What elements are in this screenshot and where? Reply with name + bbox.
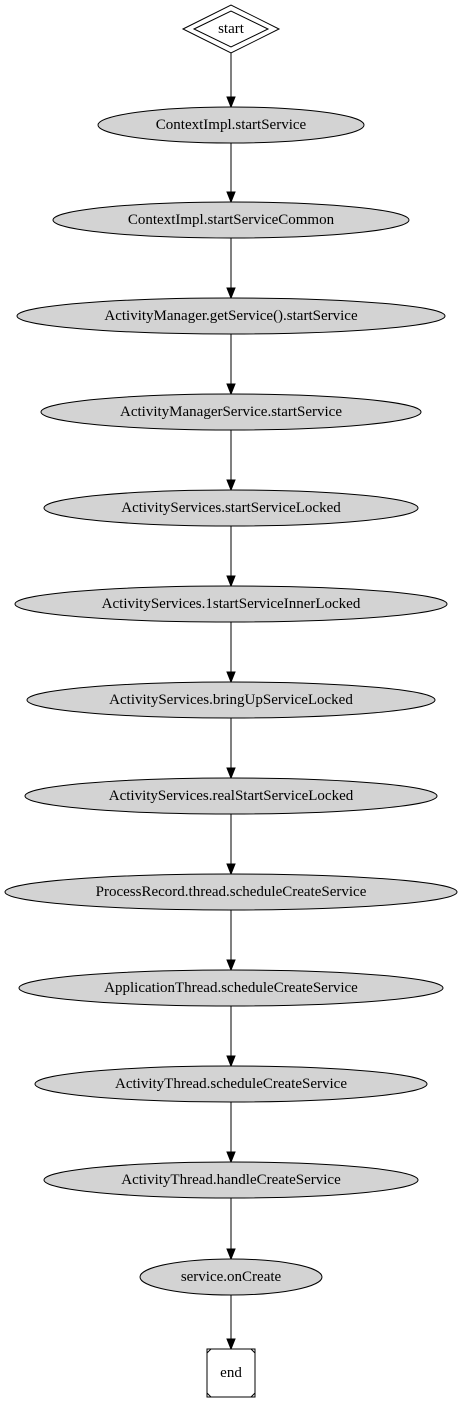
arrowhead: [226, 959, 236, 972]
step-label: ActivityServices.1startServiceInnerLocke…: [102, 596, 361, 612]
step-label: ActivityManager.getService().startServic…: [104, 308, 358, 324]
step-ellipse-shape: [34, 1065, 428, 1103]
step-label: ContextImpl.startServiceCommon: [128, 212, 335, 228]
arrowhead: [226, 671, 236, 684]
step-ellipse-shape: [43, 489, 419, 527]
step-ellipse-shape: [14, 585, 448, 623]
start-node: start: [181, 4, 281, 54]
step-ellipse-shape: [24, 777, 438, 815]
arrowhead: [226, 1248, 236, 1261]
arrowhead: [226, 287, 236, 300]
end-label: end: [220, 1365, 242, 1381]
step-node: ActivityThread.scheduleCreateService: [34, 1065, 428, 1103]
step-label: ActivityServices.realStartServiceLocked: [109, 788, 354, 804]
arrowhead: [226, 191, 236, 204]
edge-layer: [226, 53, 236, 1351]
step-ellipse-shape: [4, 873, 458, 911]
end-corner-tr: [250, 1348, 256, 1354]
arrowhead: [226, 1055, 236, 1068]
step-node: ContextImpl.startService: [97, 106, 365, 144]
step-ellipse-shape: [43, 1161, 419, 1199]
step-ellipse-shape: [26, 681, 436, 719]
step-ellipse-shape: [16, 297, 446, 335]
step-node: ActivityManagerService.startService: [40, 393, 422, 431]
start-label: start: [218, 21, 245, 37]
end-corner-tl: [206, 1348, 212, 1354]
step-label: service.onCreate: [181, 1269, 282, 1285]
step-ellipse-shape: [52, 201, 410, 239]
step-node: ApplicationThread.scheduleCreateService: [18, 969, 444, 1007]
step-node: ActivityManager.getService().startServic…: [16, 297, 446, 335]
arrowhead: [226, 767, 236, 780]
arrowhead: [226, 383, 236, 396]
arrowhead: [226, 1338, 236, 1351]
step-label: ActivityThread.handleCreateService: [121, 1172, 341, 1188]
start-diamond-inner-shape: [192, 10, 270, 48]
step-node: ActivityServices.startServiceLocked: [43, 489, 419, 527]
step-label: ActivityManagerService.startService: [120, 404, 342, 420]
start-diamond-shape: [181, 4, 281, 54]
step-label: ContextImpl.startService: [156, 117, 307, 133]
arrowhead: [226, 1151, 236, 1164]
step-node: ProcessRecord.thread.scheduleCreateServi…: [4, 873, 458, 911]
step-nodes: ContextImpl.startServiceContextImpl.star…: [4, 106, 458, 1296]
step-label: ApplicationThread.scheduleCreateService: [104, 980, 358, 996]
arrowhead: [226, 575, 236, 588]
step-label: ActivityServices.bringUpServiceLocked: [109, 692, 353, 708]
step-ellipse-shape: [40, 393, 422, 431]
step-node: service.onCreate: [139, 1258, 323, 1296]
end-square-shape: [206, 1348, 256, 1398]
end-node: end: [206, 1348, 256, 1398]
step-ellipse-shape: [97, 106, 365, 144]
end-corner-br: [250, 1392, 256, 1398]
step-label: ProcessRecord.thread.scheduleCreateServi…: [96, 884, 367, 900]
arrowhead: [226, 479, 236, 492]
step-node: ActivityServices.bringUpServiceLocked: [26, 681, 436, 719]
step-node: ActivityThread.handleCreateService: [43, 1161, 419, 1199]
arrowhead: [226, 863, 236, 876]
step-label: ActivityThread.scheduleCreateService: [115, 1076, 347, 1092]
arrowhead: [226, 96, 236, 109]
end-corner-bl: [206, 1392, 212, 1398]
step-label: ActivityServices.startServiceLocked: [121, 500, 341, 516]
step-node: ActivityServices.realStartServiceLocked: [24, 777, 438, 815]
step-ellipse-shape: [139, 1258, 323, 1296]
step-node: ActivityServices.1startServiceInnerLocke…: [14, 585, 448, 623]
step-ellipse-shape: [18, 969, 444, 1007]
step-node: ContextImpl.startServiceCommon: [52, 201, 410, 239]
